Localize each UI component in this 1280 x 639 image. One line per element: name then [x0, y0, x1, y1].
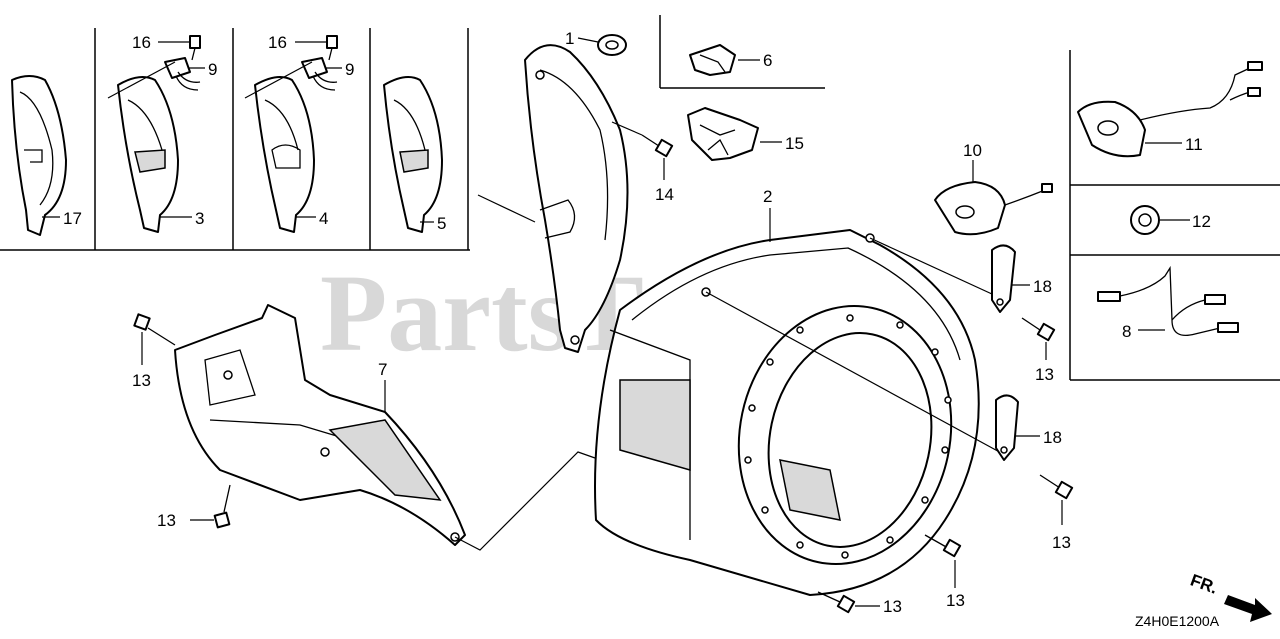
bracket-18-upper[interactable]	[991, 244, 1016, 313]
callout-5: 5	[437, 214, 446, 233]
cover-plate-3[interactable]	[117, 75, 179, 233]
callout-9-right: 9	[345, 60, 354, 79]
clip-9-left[interactable]	[164, 57, 201, 91]
callout-18-lower: 18	[1043, 428, 1062, 447]
clip-6[interactable]	[689, 44, 736, 76]
callout-13-a: 13	[132, 371, 151, 390]
diagram-code: Z4H0E1200A	[1135, 613, 1220, 629]
bolt-13-d[interactable]	[817, 591, 856, 614]
callout-1: 1	[565, 29, 574, 48]
callout-9-left: 9	[208, 60, 217, 79]
fan-shroud[interactable]	[594, 229, 980, 596]
bolt-14[interactable]	[641, 134, 674, 158]
callout-3: 3	[195, 209, 204, 228]
callout-13-f: 13	[1052, 533, 1071, 552]
inset-frames	[0, 15, 1280, 381]
bolt-16-right[interactable]	[326, 35, 338, 61]
callout-6: 6	[763, 51, 772, 70]
shroud-mount-holes	[744, 314, 952, 559]
callout-15: 15	[785, 134, 804, 153]
wire-harness-8[interactable]	[1097, 265, 1239, 337]
callout-17: 17	[63, 209, 82, 228]
bolt-13-b[interactable]	[213, 484, 231, 529]
switch-10[interactable]	[934, 181, 1053, 236]
clip-15[interactable]	[687, 107, 759, 161]
cover-plate-17[interactable]	[11, 75, 67, 236]
bolt-13-e[interactable]	[1021, 317, 1056, 342]
callout-14: 14	[655, 185, 674, 204]
cover-plate-5[interactable]	[383, 75, 443, 233]
callout-13-d: 13	[883, 597, 902, 616]
callout-13-c: 13	[946, 591, 965, 610]
cover-plate-4[interactable]	[254, 75, 315, 233]
callout-8: 8	[1122, 322, 1131, 341]
bolt-16-left[interactable]	[189, 35, 201, 61]
callout-2: 2	[763, 187, 772, 206]
direction-label: FR.	[1188, 570, 1220, 597]
switch-11[interactable]	[1077, 61, 1263, 158]
callout-12: 12	[1192, 212, 1211, 231]
callout-11: 11	[1185, 135, 1203, 154]
callout-13-e: 13	[1035, 365, 1054, 384]
side-cover[interactable]	[524, 44, 629, 353]
grommet-12[interactable]	[1130, 205, 1160, 235]
callout-10: 10	[963, 141, 982, 160]
bracket-18-lower[interactable]	[995, 394, 1019, 461]
bolt-13-c[interactable]	[924, 534, 962, 558]
grommet-1[interactable]	[597, 34, 627, 56]
air-guide[interactable]	[174, 304, 466, 546]
callout-18-upper: 18	[1033, 277, 1052, 296]
bolt-13-f[interactable]	[1039, 474, 1074, 500]
callout-4: 4	[319, 209, 328, 228]
callout-16-right: 16	[268, 33, 287, 52]
callout-13-b: 13	[157, 511, 176, 530]
callout-16-left: 16	[132, 33, 151, 52]
callout-7: 7	[378, 360, 387, 379]
clip-9-right[interactable]	[301, 57, 338, 91]
bolt-13-a[interactable]	[133, 313, 176, 346]
